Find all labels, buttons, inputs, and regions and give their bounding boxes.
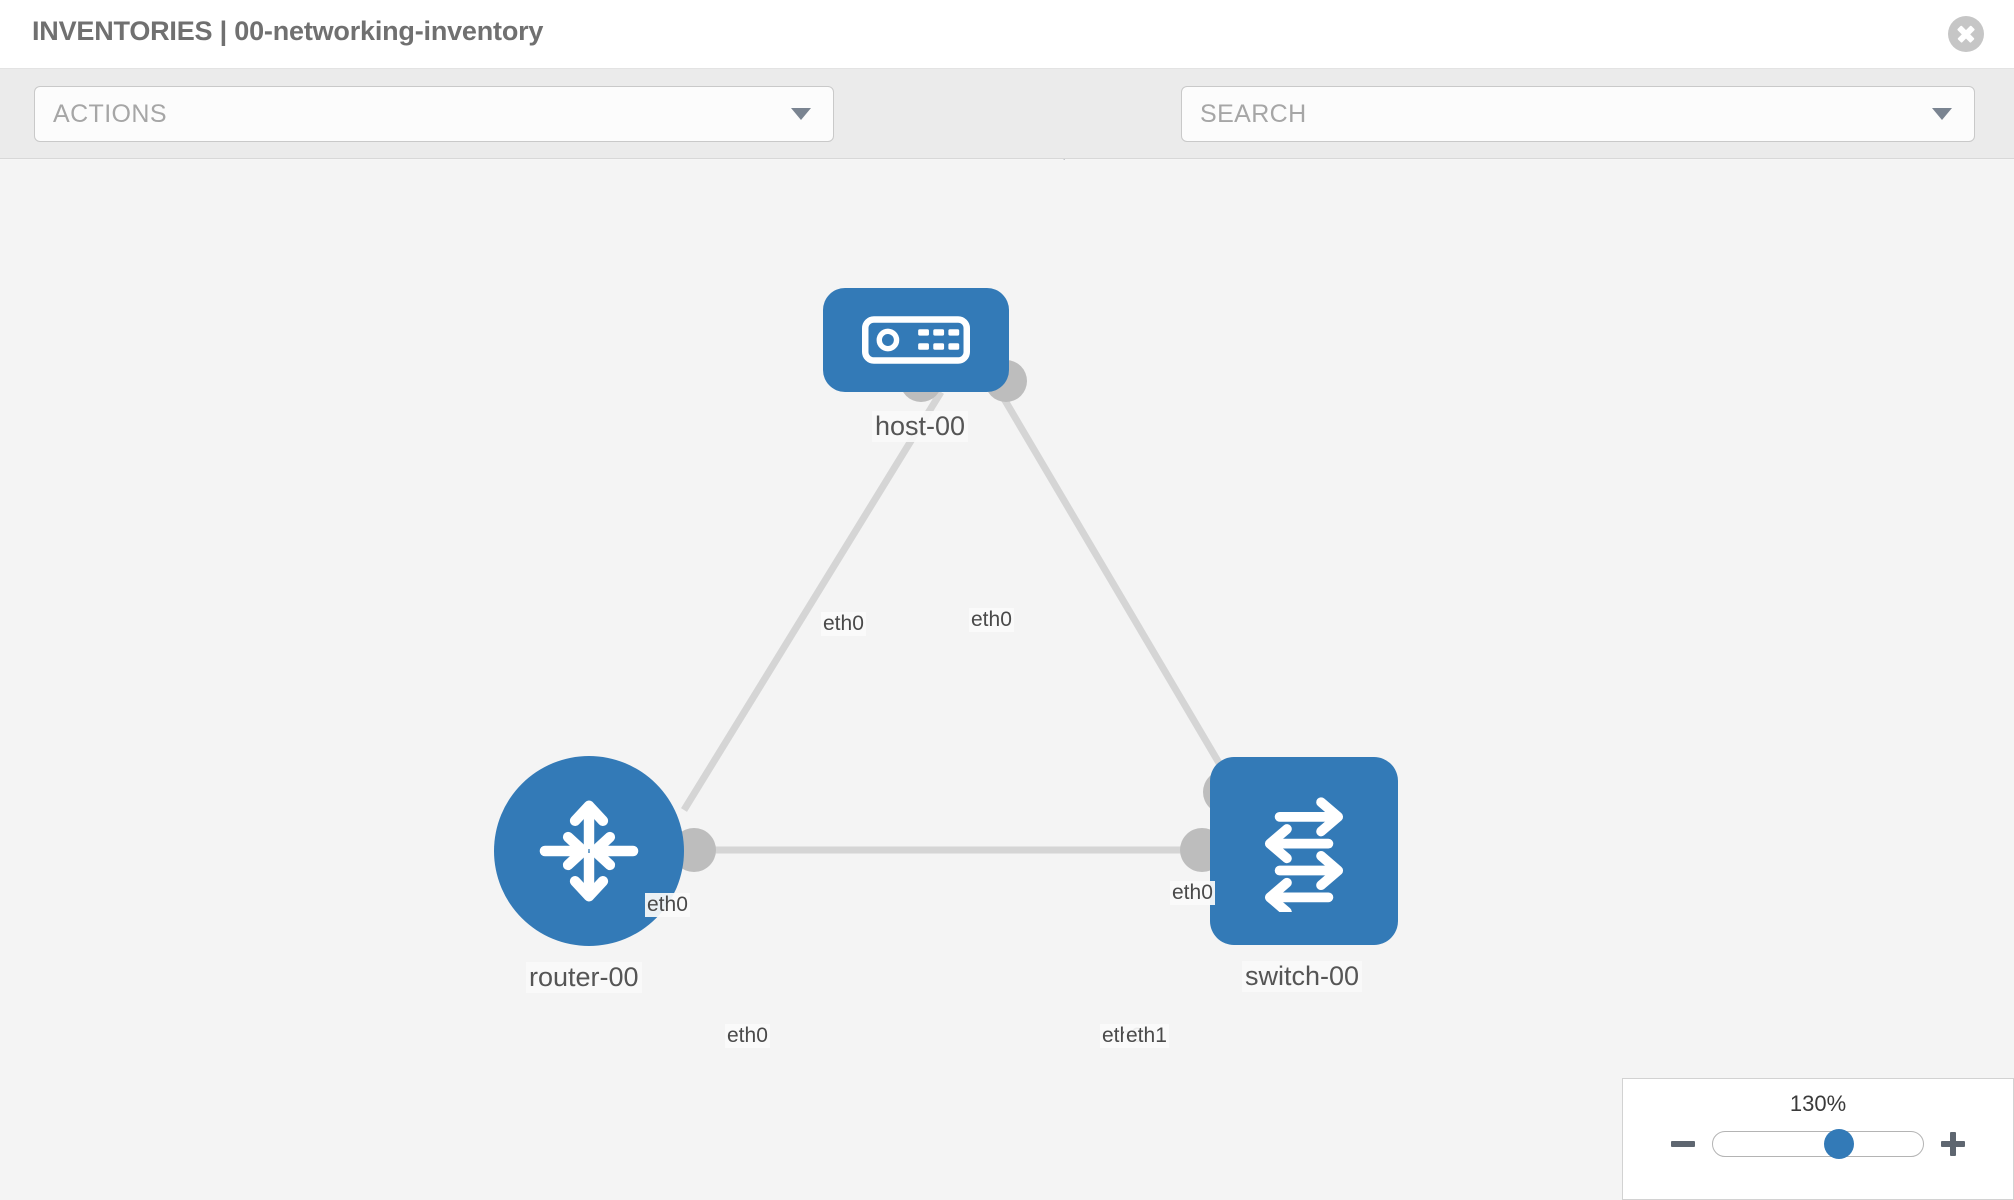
search-input[interactable]: SEARCH <box>1181 86 1975 142</box>
minus-icon[interactable] <box>1668 1129 1698 1159</box>
chevron-down-icon <box>791 108 811 120</box>
close-icon[interactable] <box>1948 16 1984 52</box>
node-router-00-label: router-00 <box>526 962 642 993</box>
port-label-switch-eth1: eth1 <box>1124 1024 1169 1048</box>
plus-icon[interactable] <box>1938 1129 1968 1159</box>
port-label-host-eth0-left: eth0 <box>821 612 866 636</box>
search-placeholder: SEARCH <box>1200 99 1307 128</box>
zoom-level-value: 130% <box>1789 1091 1847 1116</box>
zoom-control-panel: 130% <box>1622 1078 2014 1200</box>
router-arrows-icon <box>539 800 639 902</box>
topology-links <box>681 390 1236 854</box>
server-icon <box>862 316 970 364</box>
port-label-switch-eth0-up: eth0 <box>1170 881 1215 905</box>
switch-arrows-icon <box>1264 797 1344 912</box>
zoom-slider-row <box>1623 1129 2013 1159</box>
page-title: INVENTORIES | 00-networking-inventory <box>32 16 544 46</box>
topology-canvas[interactable]: host-00 router-00 <box>0 160 2014 1200</box>
link-lines <box>681 390 1236 854</box>
node-switch-00-label: switch-00 <box>1242 961 1363 992</box>
link-host-router <box>681 390 944 812</box>
link-host-switch <box>996 390 1236 787</box>
chevron-down-icon <box>1932 108 1952 120</box>
node-host-00-shape[interactable] <box>823 288 1009 392</box>
zoom-slider-thumb[interactable] <box>1824 1129 1854 1159</box>
page-header: INVENTORIES | 00-networking-inventory <box>0 0 2014 69</box>
port-label-router-eth0-up: eth0 <box>645 893 690 917</box>
port-label-host-eth0-right: eth0 <box>969 608 1014 632</box>
node-switch-00-shape[interactable] <box>1210 757 1398 945</box>
toolbar: ACTIONS SEARCH <box>0 69 2014 189</box>
actions-dropdown[interactable]: ACTIONS <box>34 86 834 142</box>
actions-dropdown-label: ACTIONS <box>53 99 167 128</box>
port-label-router-eth0: eth0 <box>725 1024 770 1048</box>
node-host-00-label: host-00 <box>872 411 969 442</box>
node-router-00-shape[interactable] <box>494 756 684 946</box>
zoom-slider[interactable] <box>1712 1129 1924 1159</box>
